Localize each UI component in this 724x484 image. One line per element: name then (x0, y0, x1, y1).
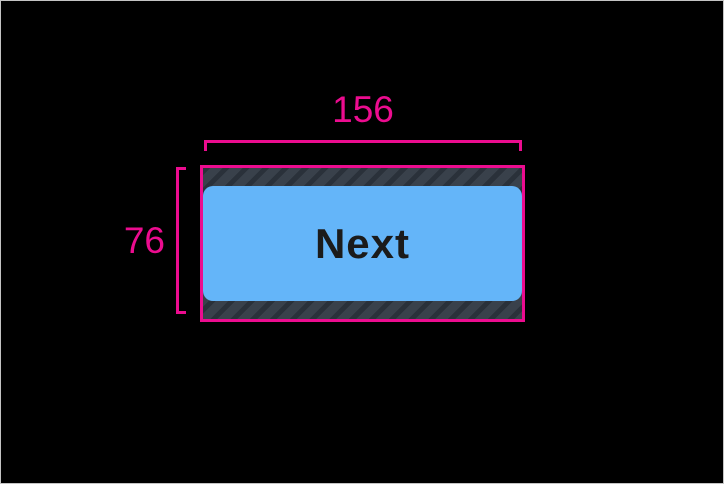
width-dimension-label: 156 (332, 89, 394, 130)
touch-target-bounds: Next (200, 165, 525, 322)
next-button[interactable]: Next (203, 186, 522, 301)
width-dimension-bracket (204, 140, 522, 151)
height-dimension-bracket (176, 167, 186, 314)
height-dimension-label: 76 (123, 220, 165, 261)
